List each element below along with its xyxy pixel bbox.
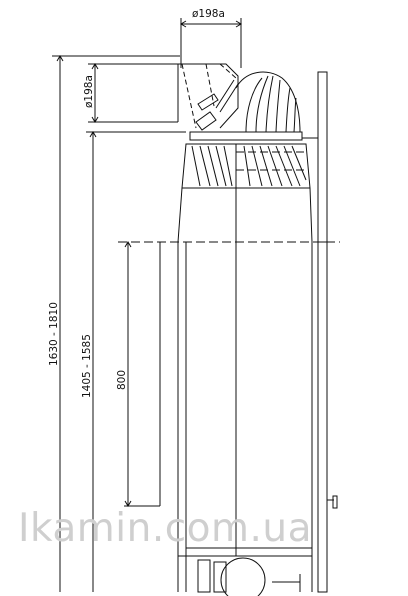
fireplace-body	[159, 187, 313, 592]
pipe-top-dimension	[180, 18, 242, 68]
body-height-dimension	[86, 131, 186, 592]
glass-height-label: 800	[116, 370, 128, 390]
flue-pipe	[177, 63, 239, 131]
body-height-label: 1405 - 1585	[81, 334, 93, 398]
pipe-side-dimension	[88, 63, 180, 123]
pipe-side-diameter-label: ø198a	[83, 75, 95, 108]
convection-dome	[189, 71, 318, 141]
rear-panel	[317, 71, 338, 593]
total-height-label: 1630 - 1810	[48, 302, 60, 366]
pipe-top-diameter-label: ø198a	[192, 8, 225, 20]
watermark-text: Ikamin.com.ua	[18, 506, 312, 551]
convection-grille	[181, 143, 311, 189]
glass-height-dimension	[118, 241, 340, 507]
total-height-dimension	[52, 55, 180, 592]
air-inlet	[197, 557, 301, 596]
